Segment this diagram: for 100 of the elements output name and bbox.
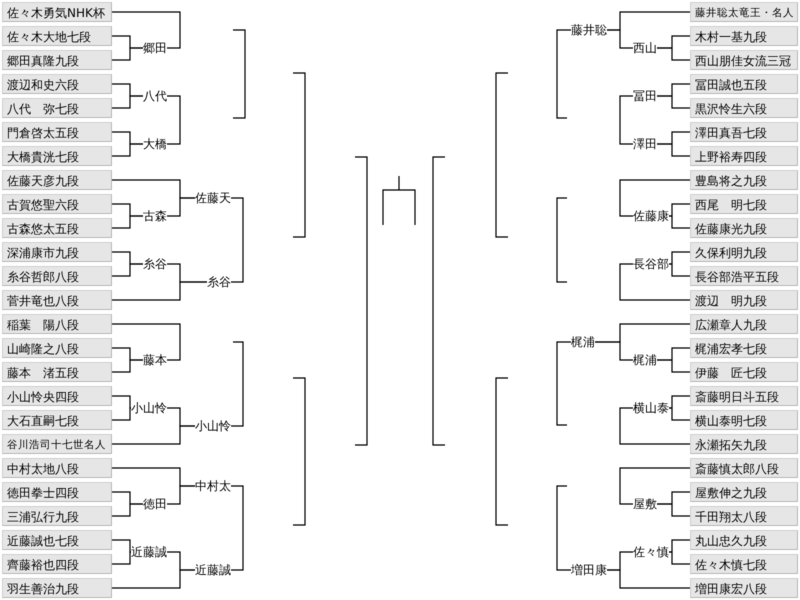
player-name-box: 千田翔太八段 [690, 506, 798, 526]
player-name-box: 谷川浩司十七世名人 [2, 434, 112, 454]
winner-label: 澤田 [633, 136, 657, 152]
player-name-box: 久保利明九段 [690, 242, 798, 262]
player-name-box: 西尾 明七段 [690, 194, 798, 214]
bracket-line [607, 569, 690, 589]
bracket-line [112, 11, 181, 49]
player-name-box: 伊藤 匠七段 [690, 362, 798, 382]
bracket-line [619, 407, 690, 445]
winner-label: 中村太 [195, 478, 231, 494]
player-name-box: 永瀬拓矢九段 [690, 434, 798, 454]
bracket-line [112, 95, 143, 109]
player-name-box: 中村太地八段 [2, 458, 112, 478]
winner-label: 徳田 [143, 496, 167, 512]
winner-label: 佐藤天 [195, 190, 231, 206]
player-name-box: 広瀬章人九段 [690, 314, 798, 334]
player-name-box: 冨田誠也五段 [690, 74, 798, 94]
player-name-box: 小山怜央四段 [2, 386, 112, 406]
player-name-box: 郷田真隆九段 [2, 50, 112, 70]
bracket-line [669, 215, 690, 229]
bracket-line [669, 395, 690, 409]
bracket-line [669, 251, 690, 265]
bracket-line [112, 263, 143, 277]
player-name-box: 佐藤天彦九段 [2, 170, 112, 190]
player-name-box: 徳田拳士四段 [2, 482, 112, 502]
bracket-line [556, 485, 571, 571]
bracket-line [231, 341, 244, 427]
player-name-box: 上野裕寿四段 [690, 146, 798, 166]
winner-label: 藤井聡 [571, 22, 607, 38]
winner-label: 長谷部 [633, 256, 669, 272]
bracket-line [231, 485, 244, 571]
bracket-line [112, 551, 132, 565]
player-name-box: 木村一基九段 [690, 26, 798, 46]
player-name-box: 豊島将之九段 [690, 170, 798, 190]
winner-label: 屋敷 [633, 496, 657, 512]
bracket-line [112, 569, 195, 589]
bracket-line [556, 341, 571, 426]
bracket-line [619, 263, 690, 301]
winner-label: 横山泰 [633, 400, 669, 416]
bracket-line [231, 197, 244, 283]
bracket-line [607, 29, 633, 49]
bracket-line [112, 47, 143, 61]
player-name-box: 羽生善治九段 [2, 578, 112, 598]
player-name-box: 黒沢怜生六段 [690, 98, 798, 118]
player-name-box: 丸山忠久九段 [690, 530, 798, 550]
winner-label: 梶浦 [571, 334, 595, 350]
winner-label: 小山怜 [195, 418, 231, 434]
player-name-box: 澤田真吾七段 [690, 122, 798, 142]
bracket-line [669, 407, 690, 421]
player-name-box: 大橋貴洸七段 [2, 146, 112, 166]
player-name-box: 三浦弘行九段 [2, 506, 112, 526]
winner-label: 冨田 [633, 88, 657, 104]
bracket-line [619, 95, 633, 145]
bracket-line [669, 539, 690, 553]
bracket-line [167, 197, 195, 217]
bracket-line [112, 143, 143, 157]
player-name-box: 佐々木勇気NHK杯 [2, 2, 112, 22]
winner-label: 西山 [633, 40, 657, 56]
player-name-box: 梶浦宏孝七段 [690, 338, 798, 358]
winner-label: 近藤誠 [195, 562, 231, 578]
player-name-box: 増田康宏八段 [690, 578, 798, 598]
winner-label: 佐々慎 [633, 544, 669, 560]
player-name-box: 大石直嗣七段 [2, 410, 112, 430]
bracket-line [657, 359, 690, 373]
bracket-line [112, 539, 132, 553]
player-name-box: 糸谷哲郎八段 [2, 266, 112, 286]
bracket-line [619, 179, 690, 217]
bracket-line [112, 425, 195, 445]
winner-label: 古森 [143, 208, 167, 224]
bracket-line [112, 395, 132, 409]
player-name-box: 佐々木慎七段 [690, 554, 798, 574]
bracket-line [669, 551, 690, 565]
player-name-box: 横山泰明七段 [690, 410, 798, 430]
winner-label: 糸谷 [143, 256, 167, 272]
winner-label: 八代 [143, 88, 167, 104]
player-name-box: 深浦康市九段 [2, 242, 112, 262]
bracket-line [112, 359, 143, 373]
player-name-box: 古賀悠聖六段 [2, 194, 112, 214]
player-name-box: 佐藤康光九段 [690, 218, 798, 238]
player-name-box: 齊藤裕也四段 [2, 554, 112, 574]
player-name-box: 藤本 渚五段 [2, 362, 112, 382]
bracket-line [167, 95, 181, 145]
player-name-box: 門倉啓太五段 [2, 122, 112, 142]
player-name-box: 山崎隆之八段 [2, 338, 112, 358]
winner-label: 小山怜 [131, 400, 167, 416]
bracket-line [669, 203, 690, 217]
winner-label: 梶浦 [633, 352, 657, 368]
bracket-line [657, 47, 690, 61]
winner-label: 大橋 [143, 136, 167, 152]
winner-label: 糸谷 [207, 274, 231, 290]
player-name-box: 斎藤慎太郎八段 [690, 458, 798, 478]
bracket-line [619, 467, 690, 505]
player-name-box: 西山朋佳女流三冠 [690, 50, 798, 70]
winner-label: 増田康 [571, 562, 607, 578]
winner-label: 近藤誠 [131, 544, 167, 560]
winner-label: 郷田 [143, 40, 167, 56]
bracket-line [657, 95, 690, 109]
bracket-line [112, 323, 181, 361]
bracket-line [669, 263, 690, 277]
player-name-box: 渡辺 明九段 [690, 290, 798, 310]
